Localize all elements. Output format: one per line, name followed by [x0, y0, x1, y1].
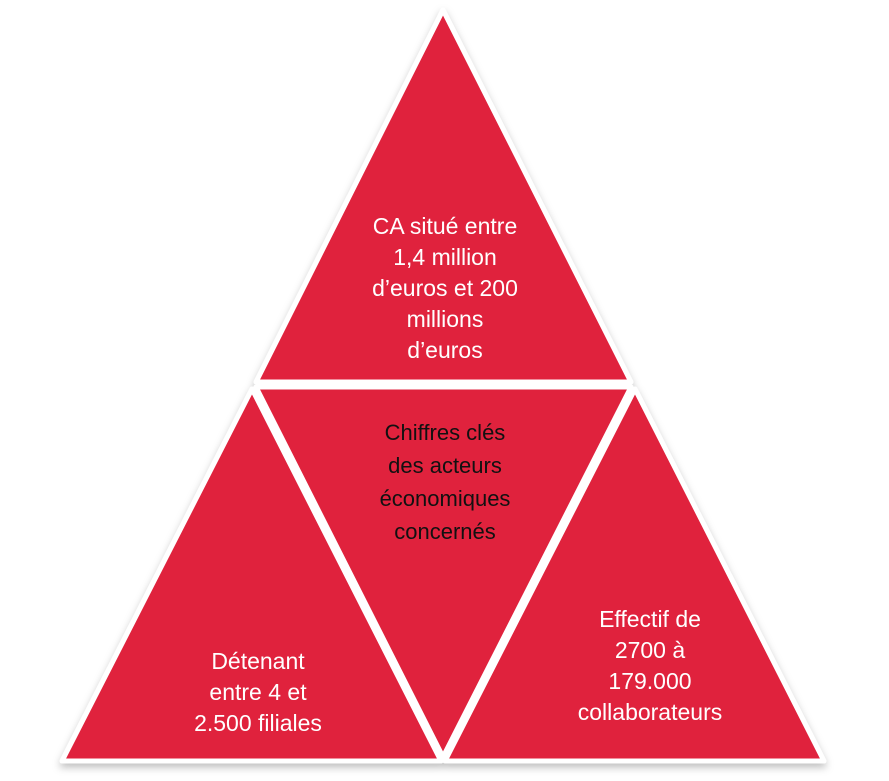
bottom-right-triangle-label: Effectif de 2700 à 179.000 collaborateur…: [577, 606, 723, 725]
top-triangle: [253, 7, 634, 385]
center-triangle-label: Chiffres clés des acteurs économiques co…: [379, 420, 511, 544]
top-triangle-label: CA situé entre 1,4 million d’euros et 20…: [372, 213, 518, 363]
center-triangle: [253, 384, 634, 760]
bottom-right-triangle: [442, 386, 827, 764]
bottom-left-triangle-label: Détenant entre 4 et 2.500 filiales: [194, 648, 322, 736]
bottom-left-triangle: [59, 386, 444, 764]
